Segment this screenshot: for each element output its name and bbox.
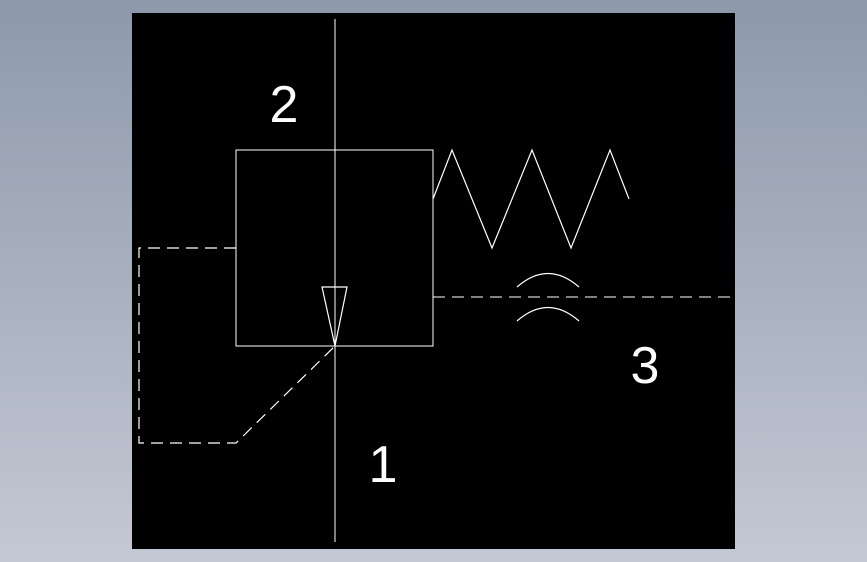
port-label-3: 3 [631,337,660,395]
pilot-line-feedback [138,247,336,444]
port-label-2: 2 [270,76,299,134]
flow-arrow-icon [321,286,348,347]
spring-icon [432,148,630,250]
orifice-bottom-arc [516,307,580,322]
orifice-top-arc [516,273,580,288]
port-label-1: 1 [369,436,398,494]
